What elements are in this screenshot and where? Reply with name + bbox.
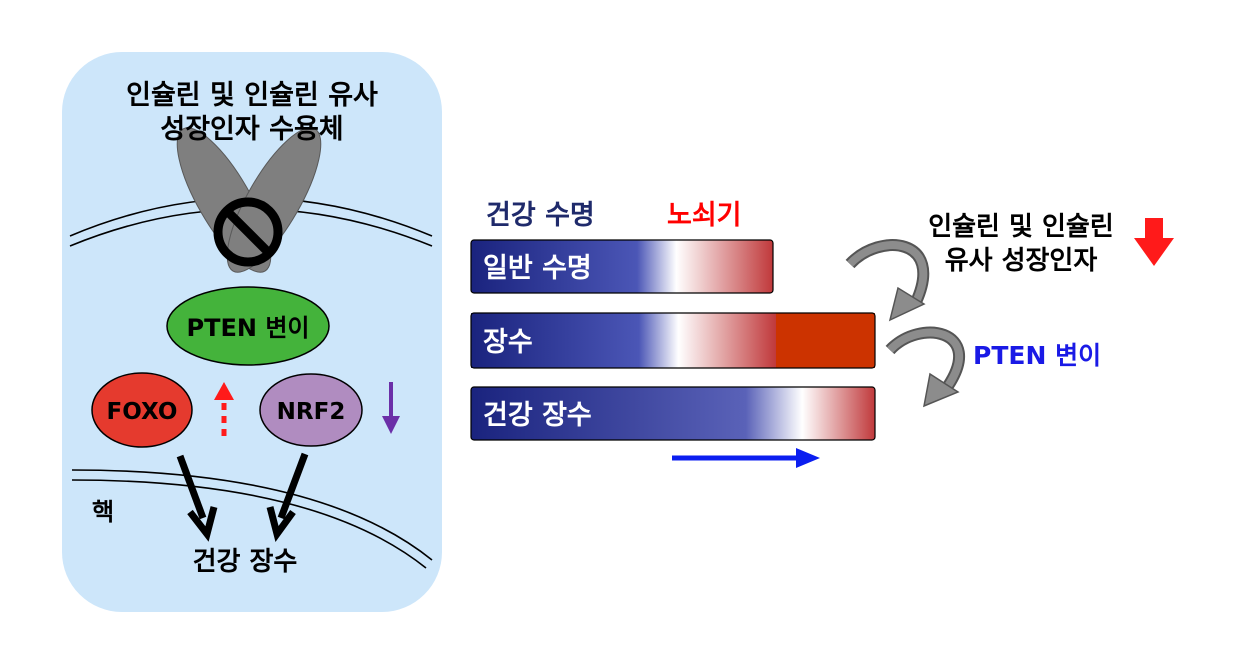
- insulin-annotation-line2: 유사 성장인자: [945, 246, 1098, 276]
- pten-node: [166, 286, 330, 366]
- foxo-label: FOXO: [107, 399, 178, 425]
- bar-healthy-longevity-label: 건강 장수: [483, 400, 592, 431]
- pten-mutation-annotation: PTEN 변이: [973, 341, 1101, 370]
- nrf2-to-nucleus-arrow-icon: [266, 452, 309, 543]
- header-aging: 노쇠기: [667, 200, 742, 231]
- nrf2-label: NRF2: [277, 399, 346, 425]
- insulin-annotation-line1: 인슐린 및 인슐린: [928, 212, 1114, 242]
- bar-healthy-longevity: [470, 386, 876, 441]
- bar-longevity-label: 장수: [483, 327, 533, 358]
- outcome-label: 건강 장수: [193, 547, 298, 577]
- bar-normal-lifespan-label: 일반 수명: [483, 253, 592, 284]
- receptor-label-line1: 인슐린 및 인슐린 유사: [126, 80, 378, 111]
- foxo-node: [91, 372, 193, 448]
- curved-arrow-2-icon: [885, 326, 966, 408]
- prohibited-icon: [213, 197, 283, 267]
- bar-normal-lifespan: [470, 239, 774, 294]
- foxo-to-nucleus-arrow-icon: [176, 454, 218, 542]
- bar-longevity: [470, 312, 876, 369]
- pten-label: PTEN 변이: [187, 314, 310, 342]
- receptor-label-line2: 성장인자 수용체: [160, 114, 343, 145]
- nrf2-node: [259, 373, 363, 447]
- nucleus-label: 핵: [92, 498, 114, 526]
- nrf2-down-arrow-icon: [382, 382, 400, 434]
- curved-arrow-1-icon: [845, 239, 930, 322]
- insulin-down-arrow-icon: [1134, 218, 1174, 266]
- nucleus-membrane-inner: [71, 479, 427, 569]
- extension-right-arrow-icon: [672, 448, 820, 468]
- nucleus-membrane-outer: [71, 469, 433, 561]
- header-healthspan: 건강 수명: [486, 200, 595, 231]
- foxo-up-arrow-icon: [214, 382, 234, 436]
